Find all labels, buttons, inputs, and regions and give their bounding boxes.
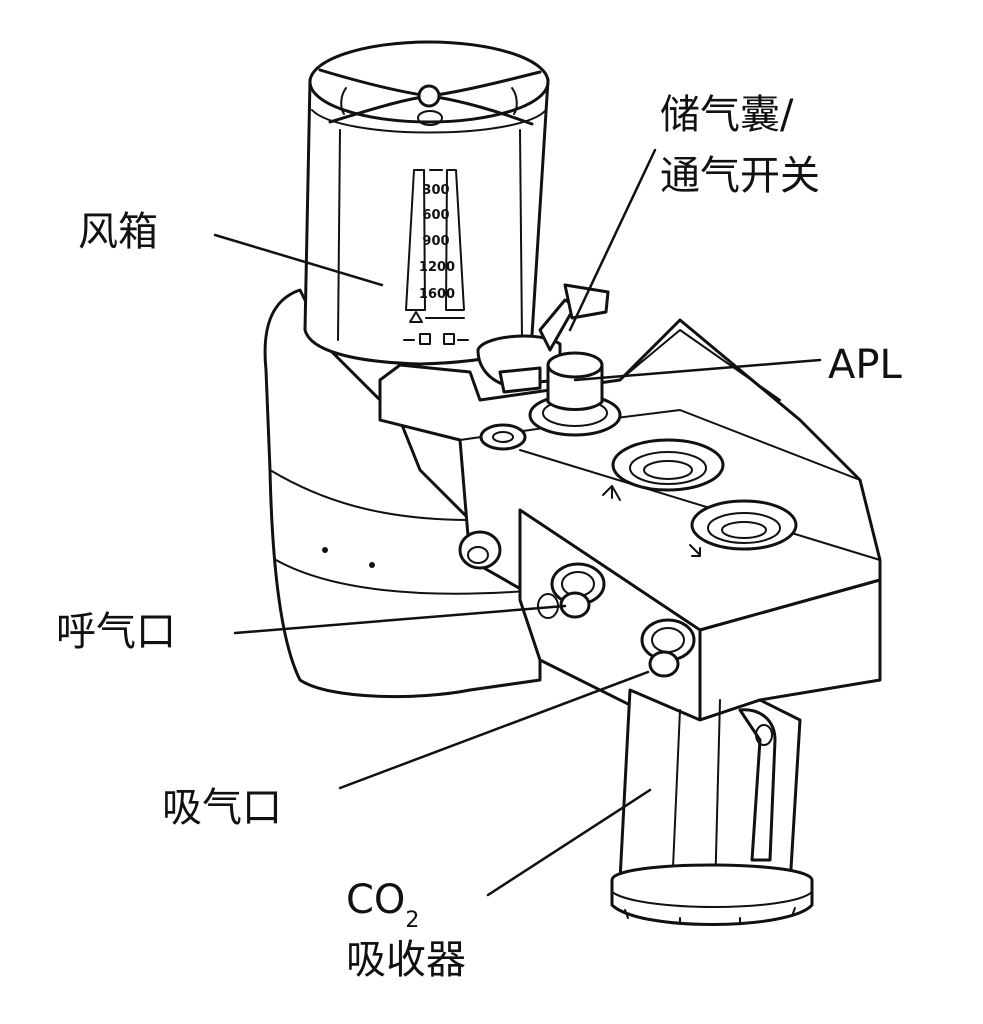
scale-600: 600 [422, 208, 449, 223]
leader-inspiratory [338, 670, 650, 790]
label-co2-subscript: 2 [405, 908, 420, 933]
label-co2-main: CO [346, 877, 406, 923]
label-bellows: 风箱 [78, 209, 158, 255]
label-expiratory-port: 呼气口 [56, 609, 176, 655]
bag-vent-switch [476, 283, 610, 394]
scale-900: 900 [422, 234, 449, 249]
label-bag-vent-line1: 储气囊/ [660, 92, 794, 138]
top-manifold [378, 318, 882, 632]
scale-1600: 1600 [419, 287, 455, 302]
leader-bag-vent [568, 148, 657, 332]
bellows-canister: 300 600 900 1200 1600 [303, 40, 550, 366]
main-housing [263, 288, 542, 699]
leader-apl [573, 358, 822, 382]
front-face [458, 508, 882, 732]
label-absorber: 吸收器 [346, 937, 466, 983]
leader-bellows [213, 233, 384, 287]
label-inspiratory-port: 吸气口 [162, 785, 282, 831]
leader-lines [213, 148, 822, 897]
label-co2: CO2 [346, 880, 419, 932]
leader-co2 [486, 788, 652, 897]
scale-300: 300 [422, 183, 449, 198]
label-apl: APL [828, 342, 902, 388]
label-bag-vent-line2: 通气开关 [660, 153, 820, 199]
co2-absorber-canister [610, 688, 814, 926]
scale-1200: 1200 [419, 260, 455, 275]
leader-expiratory [233, 604, 567, 635]
